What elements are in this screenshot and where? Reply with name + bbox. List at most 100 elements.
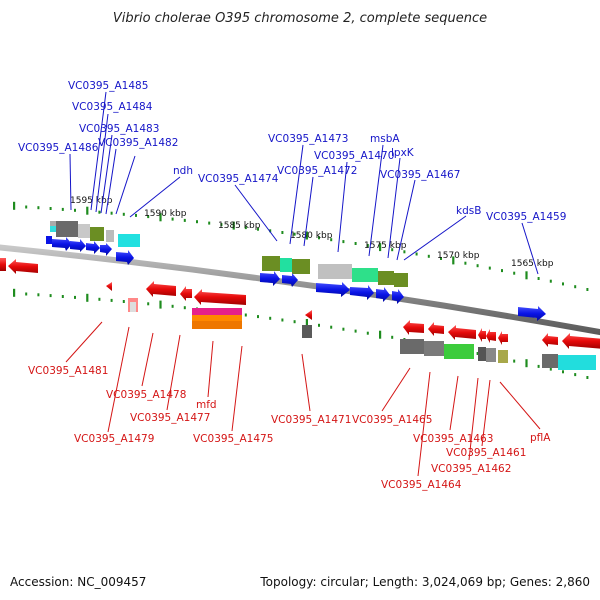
scale-labels: 1595 kbp 1590 kbp 1585 kbp 1580 kbp 1575… [70,196,554,269]
lower-scale-tick [159,300,162,309]
reverse-leader-lines [65,321,541,477]
gene-label-vc0395-a1459: VC0395_A1459 [486,211,566,223]
upper-scale-tick [269,229,272,233]
lower-scale-tick [354,329,357,333]
upper-scale-tick [25,205,28,209]
lower-scale-tick [183,306,186,310]
upper-scale-tick [13,201,16,210]
gene-label-vc0395-a1482: VC0395_A1482 [98,137,178,149]
upper-scale-tick [135,213,137,217]
lower-scale-tick [342,327,345,331]
kbp-label-1570: 1570 kbp [437,251,480,261]
gene-label-vc0395-a1473: VC0395_A1473 [268,133,348,145]
upper-scale-tick [232,221,235,230]
lower-scale-tick [49,294,52,298]
kbp-label-1565: 1565 kbp [511,259,554,269]
lower-scale-tick [318,323,320,327]
gene-label-vc0395-a1475: VC0395_A1475 [193,433,273,445]
gene-label-vc0395-a1462: VC0395_A1462 [431,463,511,475]
lower-scale-tick [537,364,540,368]
upper-scale-tick [257,227,259,231]
gene-label-vc0395-a1465: VC0395_A1465 [352,414,432,426]
lower-scale-tick [586,376,589,379]
lower-scale-tick [281,318,284,322]
upper-scale-tick [525,271,528,280]
upper-scale-tick [403,250,406,254]
gene-label-vc0395-a1478: VC0395_A1478 [106,389,186,401]
gene-label-vc0395-a1479: VC0395_A1479 [74,433,154,445]
upper-scale-tick [354,242,357,245]
upper-scale-tick [122,212,125,216]
upper-scale-tick [281,231,284,234]
upper-scale-tick [586,288,589,291]
kbp-label-1590: 1590 kbp [144,209,187,219]
upper-scale-tick [110,211,113,215]
gene-label-vc0395-a1464: VC0395_A1464 [381,479,462,491]
lower-scale-tick [37,293,40,297]
gene-label-vc0395-a1461: VC0395_A1461 [446,447,526,459]
upper-scale-tick [196,220,198,224]
lower-scale-tick [110,298,113,302]
lower-scale-tick [13,288,16,297]
gene-label-vc0395-a1486: VC0395_A1486 [18,142,99,154]
gene-label-kdsb: kdsB [456,205,481,217]
lower-scale-tick [513,359,516,363]
kbp-label-1595: 1595 kbp [70,196,113,206]
gene-label-vc0395-a1481: VC0395_A1481 [28,365,108,377]
lower-scale-tick [549,367,552,371]
upper-scale-tick [98,210,101,214]
upper-scale-tick [74,208,76,212]
forward-gene-labels: VC0395_A1486 VC0395_A1485 VC0395_A1484 V… [18,80,566,223]
lower-scale-tick [171,304,174,308]
reverse-feature-boxes [128,298,596,370]
reverse-gene-labels: VC0395_A1481 VC0395_A1479 VC0395_A1478 V… [28,365,551,491]
upper-scale-tick [415,252,418,256]
upper-scale-tick [366,244,369,247]
lower-scale-tick [562,370,564,374]
gene-label-vc0395-a1470: VC0395_A1470 [314,150,394,162]
gene-label-pfla: pflA [530,432,551,444]
lower-scale-tick [122,300,125,303]
lower-scale-tick [98,297,101,301]
upper-scale-tick [244,226,247,230]
upper-scale-tick [549,279,552,283]
gene-label-vc0395-a1472: VC0395_A1472 [277,165,357,177]
upper-scale-tick [440,257,442,260]
forward-gene-arrows [52,237,546,321]
accession-text: Accession: NC_009457 [10,575,146,589]
gene-label-vc0395-a1467: VC0395_A1467 [380,169,460,181]
upper-scale-tick [37,206,40,210]
upper-scale-tick [171,217,174,221]
upper-scale-tick [183,218,186,222]
lower-scale-tick [244,313,247,317]
upper-scale-tick [86,206,89,215]
upper-scale-tick [305,231,308,240]
map-title: Vibrio cholerae O395 chromosome 2, compl… [113,11,487,26]
lower-scale-tick [293,320,296,324]
lower-scale-tick [269,316,272,320]
kbp-label-1585: 1585 kbp [218,221,261,231]
lower-scale-tick [25,292,28,296]
upper-scale-tick [342,240,345,244]
upper-scale-tick [330,238,333,242]
kbp-label-1580: 1580 kbp [290,231,333,241]
gene-label-vc0395-a1484: VC0395_A1484 [72,101,153,113]
forward-leader-lines [69,91,539,275]
upper-scale-tick [488,266,491,270]
gene-label-vc0395-a1477: VC0395_A1477 [130,412,210,424]
upper-scale-tick [452,256,455,265]
lower-scale-tick [257,315,259,319]
upper-scale-tick [318,236,320,240]
gene-label-vc0395-a1483: VC0395_A1483 [79,123,159,135]
gene-label-vc0395-a1463: VC0395_A1463 [413,433,493,445]
lower-scale-tick [366,331,369,335]
upper-scale-tick [159,213,162,222]
lower-scale-tick [476,352,479,355]
upper-scale-tick [391,248,394,252]
gene-label-vc0395-a1471: VC0395_A1471 [271,414,351,426]
gene-label-vc0395-a1485: VC0395_A1485 [68,80,148,92]
upper-scale-tick [220,223,223,227]
kbp-label-1575: 1575 kbp [364,241,407,251]
lower-scale-tick [74,295,76,299]
